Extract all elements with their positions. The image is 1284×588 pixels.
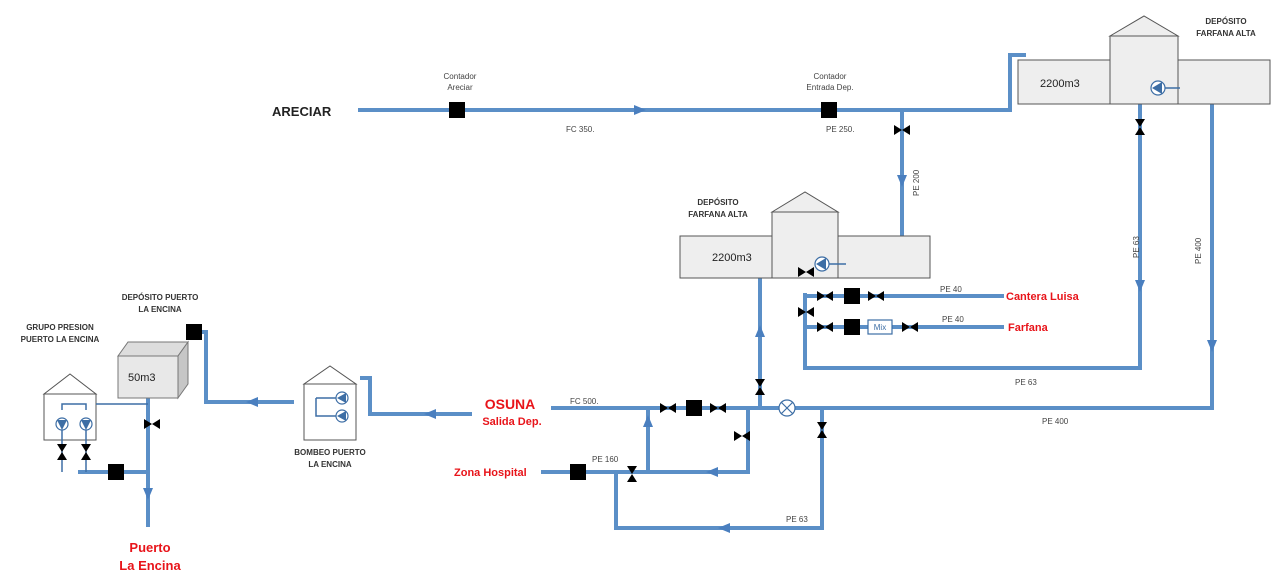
tank-top: 2200m3 <box>1017 15 1271 105</box>
tank-mid-title-line2: FARFANA ALTA <box>688 210 748 219</box>
destination-puerto-line2: La Encina <box>119 558 181 573</box>
meter-entrada-icon <box>821 102 837 118</box>
arrow-left-icon <box>706 467 718 477</box>
valve-icon <box>144 419 160 429</box>
tank-mid-title-line1: DEPÓSITO <box>697 198 738 207</box>
pipe-label-pe63-right: PE 63 <box>1132 236 1141 258</box>
tank-roof <box>1108 15 1180 37</box>
arrow-right-icon <box>634 105 646 115</box>
tank-capacity: 2200m3 <box>712 252 752 264</box>
valve-icon <box>755 379 765 395</box>
meter-areciar-icon <box>449 102 465 118</box>
source-areciar: ARECIAR <box>272 104 332 119</box>
flow-arrows <box>143 105 1217 533</box>
junction-icon <box>778 399 796 417</box>
meter-areciar-label-line2: Areciar <box>447 83 473 92</box>
meter-hospital-icon <box>570 464 586 480</box>
grupo-title-line1: GRUPO PRESION <box>26 323 94 332</box>
tank-house <box>1109 35 1179 105</box>
source-osuna: OSUNA <box>485 396 536 412</box>
meter-farfana-icon <box>844 319 860 335</box>
tank-roof <box>770 191 840 213</box>
arrow-down-icon <box>1135 280 1145 292</box>
meter-entrada-label-line1: Contador <box>814 72 847 81</box>
arrow-down-icon <box>1207 340 1217 352</box>
tank-top-title-line2: FARFANA ALTA <box>1196 29 1256 38</box>
meter-puerto-tank-icon <box>186 324 202 340</box>
pipe-label-pe40-bottom: PE 40 <box>942 315 964 324</box>
valve-icon <box>57 444 67 460</box>
arrow-left-icon <box>718 523 730 533</box>
pipe-label-pe400-right: PE 400 <box>1194 237 1203 264</box>
pipe-label-pe400-bottom: PE 400 <box>1042 417 1069 426</box>
valve-icon <box>902 322 918 332</box>
grupo-presion-station <box>42 373 148 472</box>
tank-mid: 2200m3 <box>679 191 931 279</box>
pipe-network <box>78 53 1214 530</box>
tank-capacity: 50m3 <box>128 372 156 384</box>
destination-cantera-luisa: Cantera Luisa <box>1006 291 1080 303</box>
tank-puerto-title-line1: DEPÓSITO PUERTO <box>122 293 199 302</box>
bombeo-title-line2: LA ENCINA <box>308 460 351 469</box>
pipe-label-pe200: PE 200 <box>912 169 921 196</box>
svg-text:Mix: Mix <box>874 323 886 332</box>
tank-capacity: 2200m3 <box>1040 78 1080 90</box>
pipe-label-pe160: PE 160 <box>592 455 619 464</box>
meter-areciar-label-line1: Contador <box>444 72 477 81</box>
meter-grupo-icon <box>108 464 124 480</box>
source-osuna-subtitle: Salida Dep. <box>482 416 541 428</box>
meter-cantera-icon <box>844 288 860 304</box>
pipe-label-fc350: FC 350. <box>566 125 594 134</box>
destination-farfana: Farfana <box>1008 322 1049 334</box>
arrow-up-icon <box>643 415 653 427</box>
filter-icon: Mix <box>867 319 893 335</box>
pipe-label-pe63-bottom: PE 63 <box>786 515 808 524</box>
pipe-label-fc500: FC 500. <box>570 397 598 406</box>
valve-icon <box>817 422 827 438</box>
arrow-up-icon <box>755 325 765 337</box>
valve-icon <box>710 403 726 413</box>
arrow-down-icon <box>143 488 153 500</box>
valve-icon <box>1135 119 1145 135</box>
tank-top-title-line1: DEPÓSITO <box>1205 17 1246 26</box>
pipe-label-pe250: PE 250. <box>826 125 854 134</box>
destination-puerto-line1: Puerto <box>129 540 170 555</box>
valve-icons <box>57 119 1145 482</box>
arrow-left-icon <box>246 397 258 407</box>
arrow-left-icon <box>424 409 436 419</box>
valve-icon <box>868 291 884 301</box>
valve-icon <box>817 322 833 332</box>
valve-icon <box>817 291 833 301</box>
valve-icon <box>660 403 676 413</box>
tank-puerto-title-line2: LA ENCINA <box>138 305 181 314</box>
grupo-title-line2: PUERTO LA ENCINA <box>21 335 100 344</box>
pipe-label-pe40-top: PE 40 <box>940 285 962 294</box>
tank-puerto: 50m3 <box>117 340 189 400</box>
meter-osuna-icon <box>686 400 702 416</box>
pipe-label-pe63-mid: PE 63 <box>1015 378 1037 387</box>
arrow-down-icon <box>897 175 907 187</box>
bombeo-station <box>302 365 358 441</box>
source-zona-hospital: Zona Hospital <box>454 467 527 479</box>
bombeo-title-line1: BOMBEO PUERTO <box>294 448 365 457</box>
meter-entrada-label-line2: Entrada Dep. <box>806 83 853 92</box>
valve-icon <box>81 444 91 460</box>
